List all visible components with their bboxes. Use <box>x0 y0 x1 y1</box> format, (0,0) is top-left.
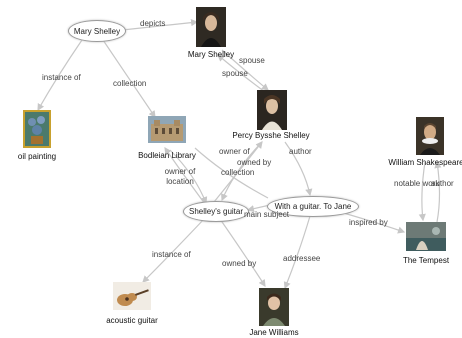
edge-label-spouse: spouse <box>222 69 248 78</box>
node-shakespeare-portrait[interactable] <box>416 117 444 155</box>
edge-main-subject <box>246 204 271 213</box>
edge-owned-by-1 <box>213 141 263 203</box>
label-acoustic-guitar: acoustic guitar <box>106 316 158 325</box>
edge-depicts <box>121 19 199 31</box>
edge-inspired-by <box>339 211 406 234</box>
edge-spouse-1 <box>221 49 269 91</box>
portrait-icon <box>416 117 444 155</box>
node-percy-portrait[interactable] <box>257 90 287 130</box>
node-label: Mary Shelley <box>73 26 121 36</box>
edge-instance-of-1 <box>37 39 83 112</box>
node-label: With a guitar. To Jane <box>274 202 352 211</box>
label-mary-shelley: Mary Shelley <box>187 50 235 59</box>
edge-label-collection: collection <box>221 168 255 177</box>
edge-label-main-subject: main subject <box>244 210 289 219</box>
node-the-tempest[interactable] <box>406 222 446 251</box>
node-acoustic-guitar[interactable] <box>113 282 151 310</box>
edge-label-instance-of: instance of <box>152 250 191 259</box>
building-icon <box>148 116 186 143</box>
label-the-tempest: The Tempest <box>402 256 450 265</box>
edge-spouse-2 <box>217 54 266 93</box>
edge-label-author: author <box>431 179 454 188</box>
label-oil-painting: oil painting <box>17 152 57 161</box>
edge-label-inspired-by: inspired by <box>349 218 388 227</box>
portrait-icon <box>257 90 287 130</box>
label-jane-williams: Jane Williams <box>249 328 299 337</box>
edge-label-collection: collection <box>113 79 147 88</box>
node-oil-painting[interactable] <box>23 110 51 148</box>
node-shelleys-guitar-oval[interactable]: Shelley's guitar <box>183 201 249 222</box>
edge-notable-work <box>418 161 426 222</box>
edge-author-1 <box>284 141 313 197</box>
edge-collection-1 <box>102 39 156 118</box>
edge-label-owner-of-location: owner of location <box>164 167 196 186</box>
edge-label-depicts: depicts <box>140 19 166 28</box>
node-label: Shelley's guitar <box>189 207 243 216</box>
node-mary-shelley-oval[interactable]: Mary Shelley <box>68 20 126 42</box>
edge-label-owned-by: owned by <box>222 259 257 268</box>
label-william-shakespeare: William Shakespeare <box>388 158 462 167</box>
edge-label-instance-of: instance of <box>42 73 81 82</box>
edge-author-2 <box>434 160 442 223</box>
edge-addressee <box>283 215 311 290</box>
edge-label-notable-work: notable work <box>394 179 440 188</box>
painting-icon <box>23 110 51 148</box>
painting-icon <box>406 222 446 251</box>
portrait-icon <box>259 288 289 326</box>
edge-owned-by-2 <box>219 218 266 288</box>
node-poem-oval[interactable]: With a guitar. To Jane <box>267 196 359 217</box>
guitar-icon <box>113 282 151 310</box>
node-mary-shelley-portrait[interactable] <box>196 7 226 47</box>
edge-poem-line <box>194 147 269 199</box>
edge-instance-of-2 <box>142 217 206 283</box>
edge-label-author: author <box>289 147 312 156</box>
edge-label-owned-by: owned by <box>237 158 272 167</box>
label-percy-bysshe-shelley: Percy Bysshe Shelley <box>232 131 310 140</box>
edge-label-owner-of: owner of <box>219 147 250 156</box>
node-jane-williams-portrait[interactable] <box>259 288 289 326</box>
label-bodleian-library: Bodleian Library <box>138 151 196 160</box>
edge-label-spouse: spouse <box>239 56 265 65</box>
node-bodleian-library[interactable] <box>148 116 186 143</box>
portrait-icon <box>196 7 226 47</box>
edge-owner-location <box>169 149 208 205</box>
edge-label-addressee: addressee <box>283 254 321 263</box>
